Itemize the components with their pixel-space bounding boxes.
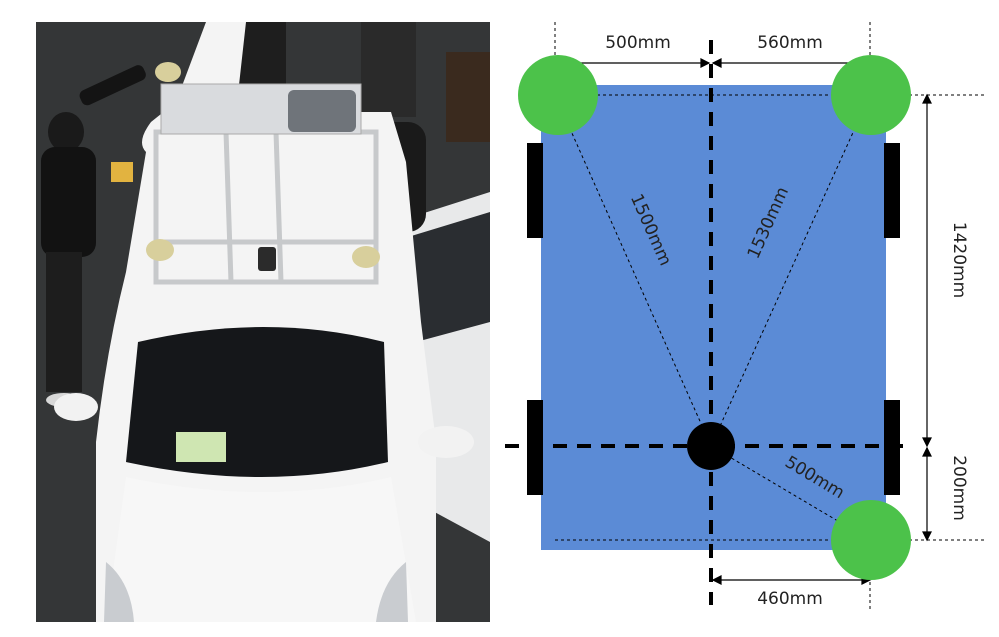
headlight-right (376, 562, 408, 622)
label-right-lower: 200mm (949, 455, 969, 521)
antenna-front-right (831, 55, 911, 135)
label-top-right: 560mm (757, 33, 823, 53)
windshield-sticker (176, 432, 226, 462)
antenna-rear-right (831, 500, 911, 580)
vehicle-body (541, 85, 886, 550)
door-window (408, 212, 490, 342)
label-bottom: 460mm (757, 589, 823, 609)
car-photo (36, 22, 490, 622)
antenna-front-left (518, 55, 598, 135)
wheel-front-left (527, 143, 543, 238)
sensor-plate (288, 90, 356, 132)
label-top-left: 500mm (605, 33, 671, 53)
car-body (96, 22, 436, 622)
wheel-front-right (884, 143, 900, 238)
mirror-left (54, 393, 98, 421)
center-point (687, 422, 735, 470)
label-right-vertical: 1420mm (949, 222, 969, 298)
lidar-sensor (258, 247, 276, 271)
windshield (126, 327, 388, 477)
headlight-left (104, 562, 134, 622)
hood (106, 477, 416, 622)
sensor-layout-diagram: 500mm 560mm 1500mm 1530mm 1420mm 200mm 5… (505, 22, 985, 612)
gnss-antennas (146, 62, 380, 268)
mirror-right (418, 426, 474, 458)
